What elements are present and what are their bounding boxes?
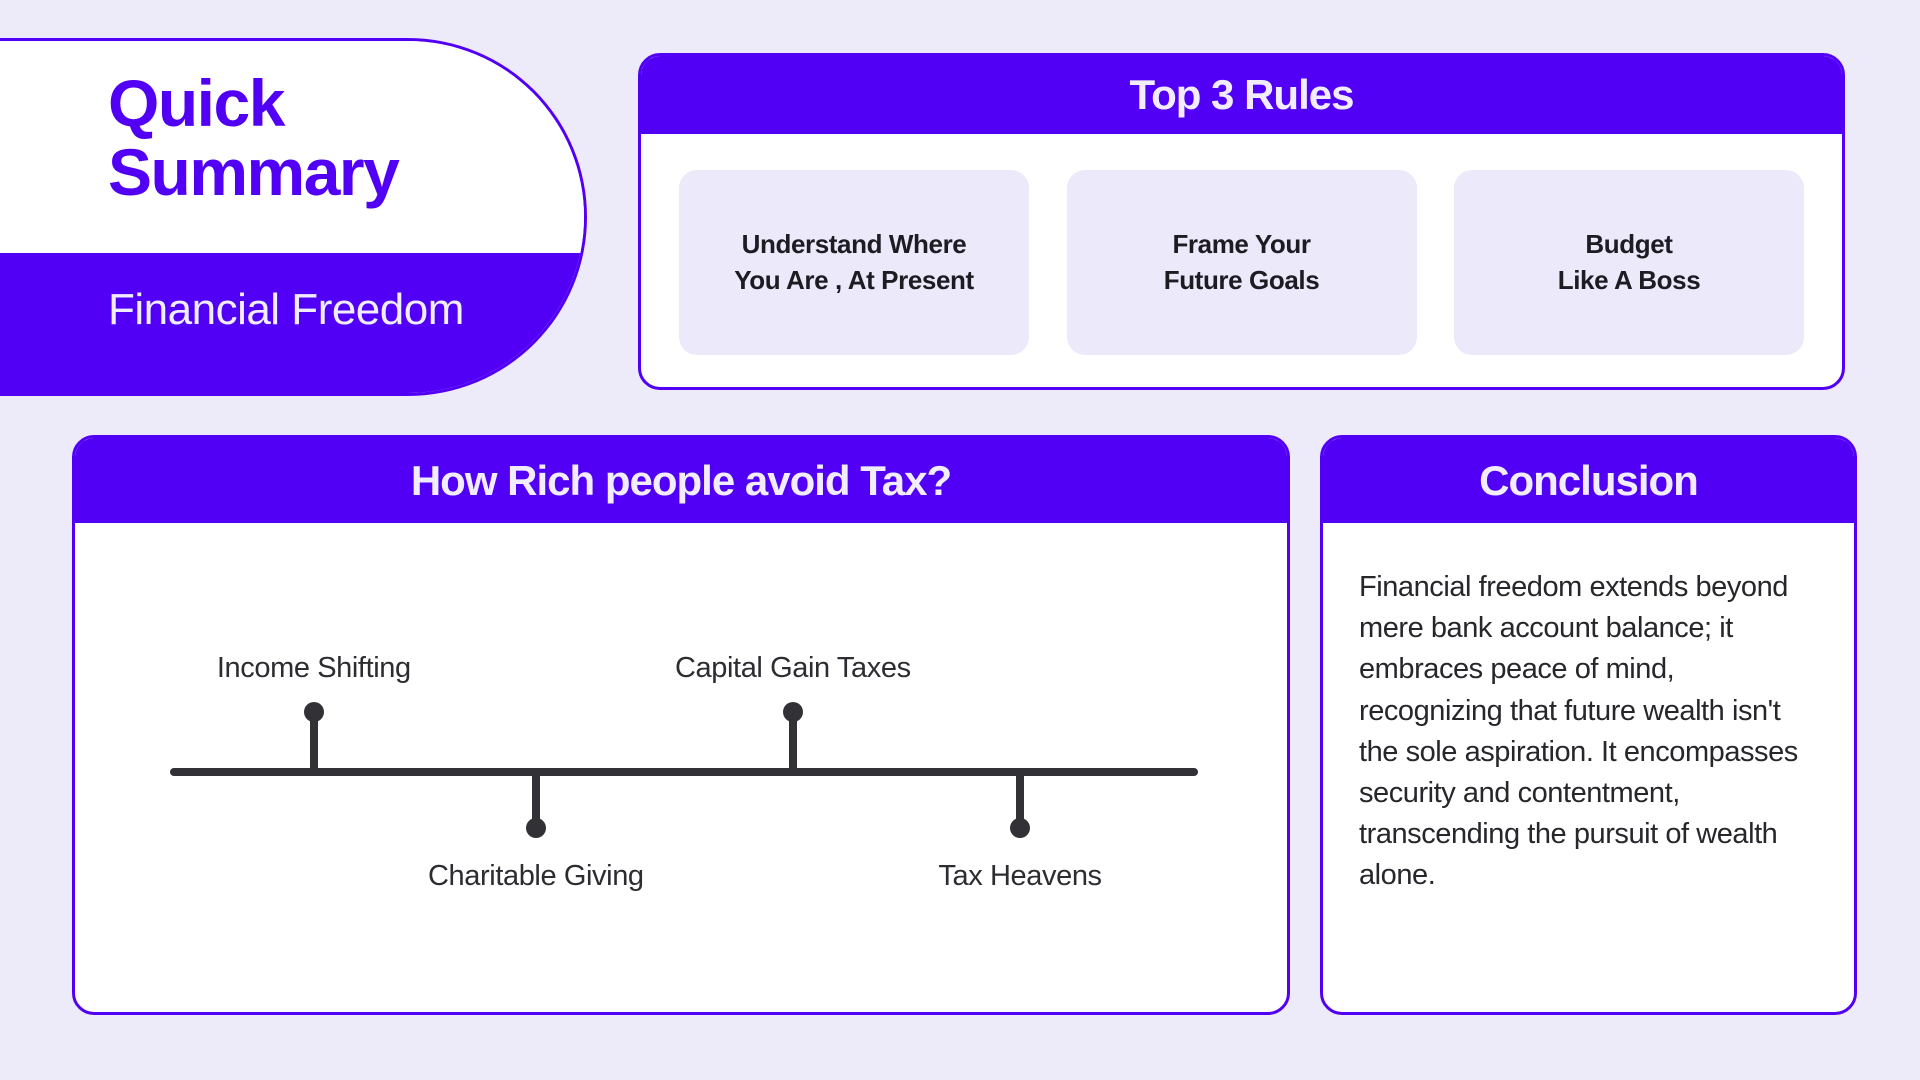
timeline-stem xyxy=(788,710,797,768)
conclusion-header: Conclusion xyxy=(1323,438,1854,523)
timeline-stem xyxy=(531,776,540,832)
quick-summary-top: Quick Summary xyxy=(0,41,584,253)
quick-summary-card: Quick Summary Financial Freedom xyxy=(0,38,587,396)
timeline-dot xyxy=(525,818,546,838)
tax-avoidance-card: How Rich people avoid Tax? Income Shifti… xyxy=(72,435,1290,1015)
timeline-axis xyxy=(170,768,1198,776)
timeline-label: Income Shifting xyxy=(216,652,411,684)
tax-avoidance-header: How Rich people avoid Tax? xyxy=(75,438,1287,523)
top-3-rules-card: Top 3 Rules Understand Where You Are , A… xyxy=(638,53,1845,390)
quick-summary-title: Quick Summary xyxy=(108,66,400,210)
timeline-label: Capital Gain Taxes xyxy=(675,652,911,684)
timeline-dot xyxy=(303,702,324,722)
rule-box-3: Budget Like A Boss xyxy=(1454,170,1804,355)
conclusion-card: Conclusion Financial freedom extends bey… xyxy=(1320,435,1857,1015)
top-3-rules-body: Understand Where You Are , At Present Fr… xyxy=(641,134,1842,387)
timeline-label: Tax Heavens xyxy=(938,860,1102,892)
timeline-stem xyxy=(1016,776,1025,832)
timeline-dot xyxy=(782,702,803,722)
top-3-rules-header: Top 3 Rules xyxy=(641,56,1842,134)
tax-timeline-diagram: Income Shifting Charitable Giving Capita… xyxy=(75,523,1287,1012)
conclusion-paragraph: Financial freedom extends beyond mere ba… xyxy=(1359,571,1798,892)
timeline-label: Charitable Giving xyxy=(428,860,644,892)
rule-box-1: Understand Where You Are , At Present xyxy=(679,170,1029,355)
rule-box-2: Frame Your Future Goals xyxy=(1066,170,1417,355)
timeline-stem xyxy=(309,710,318,768)
quick-summary-subtitle: Financial Freedom xyxy=(108,285,464,334)
quick-summary-bottom: Financial Freedom xyxy=(0,253,584,393)
timeline-dot xyxy=(1010,818,1031,838)
conclusion-body: Financial freedom extends beyond mere ba… xyxy=(1323,523,1854,1012)
